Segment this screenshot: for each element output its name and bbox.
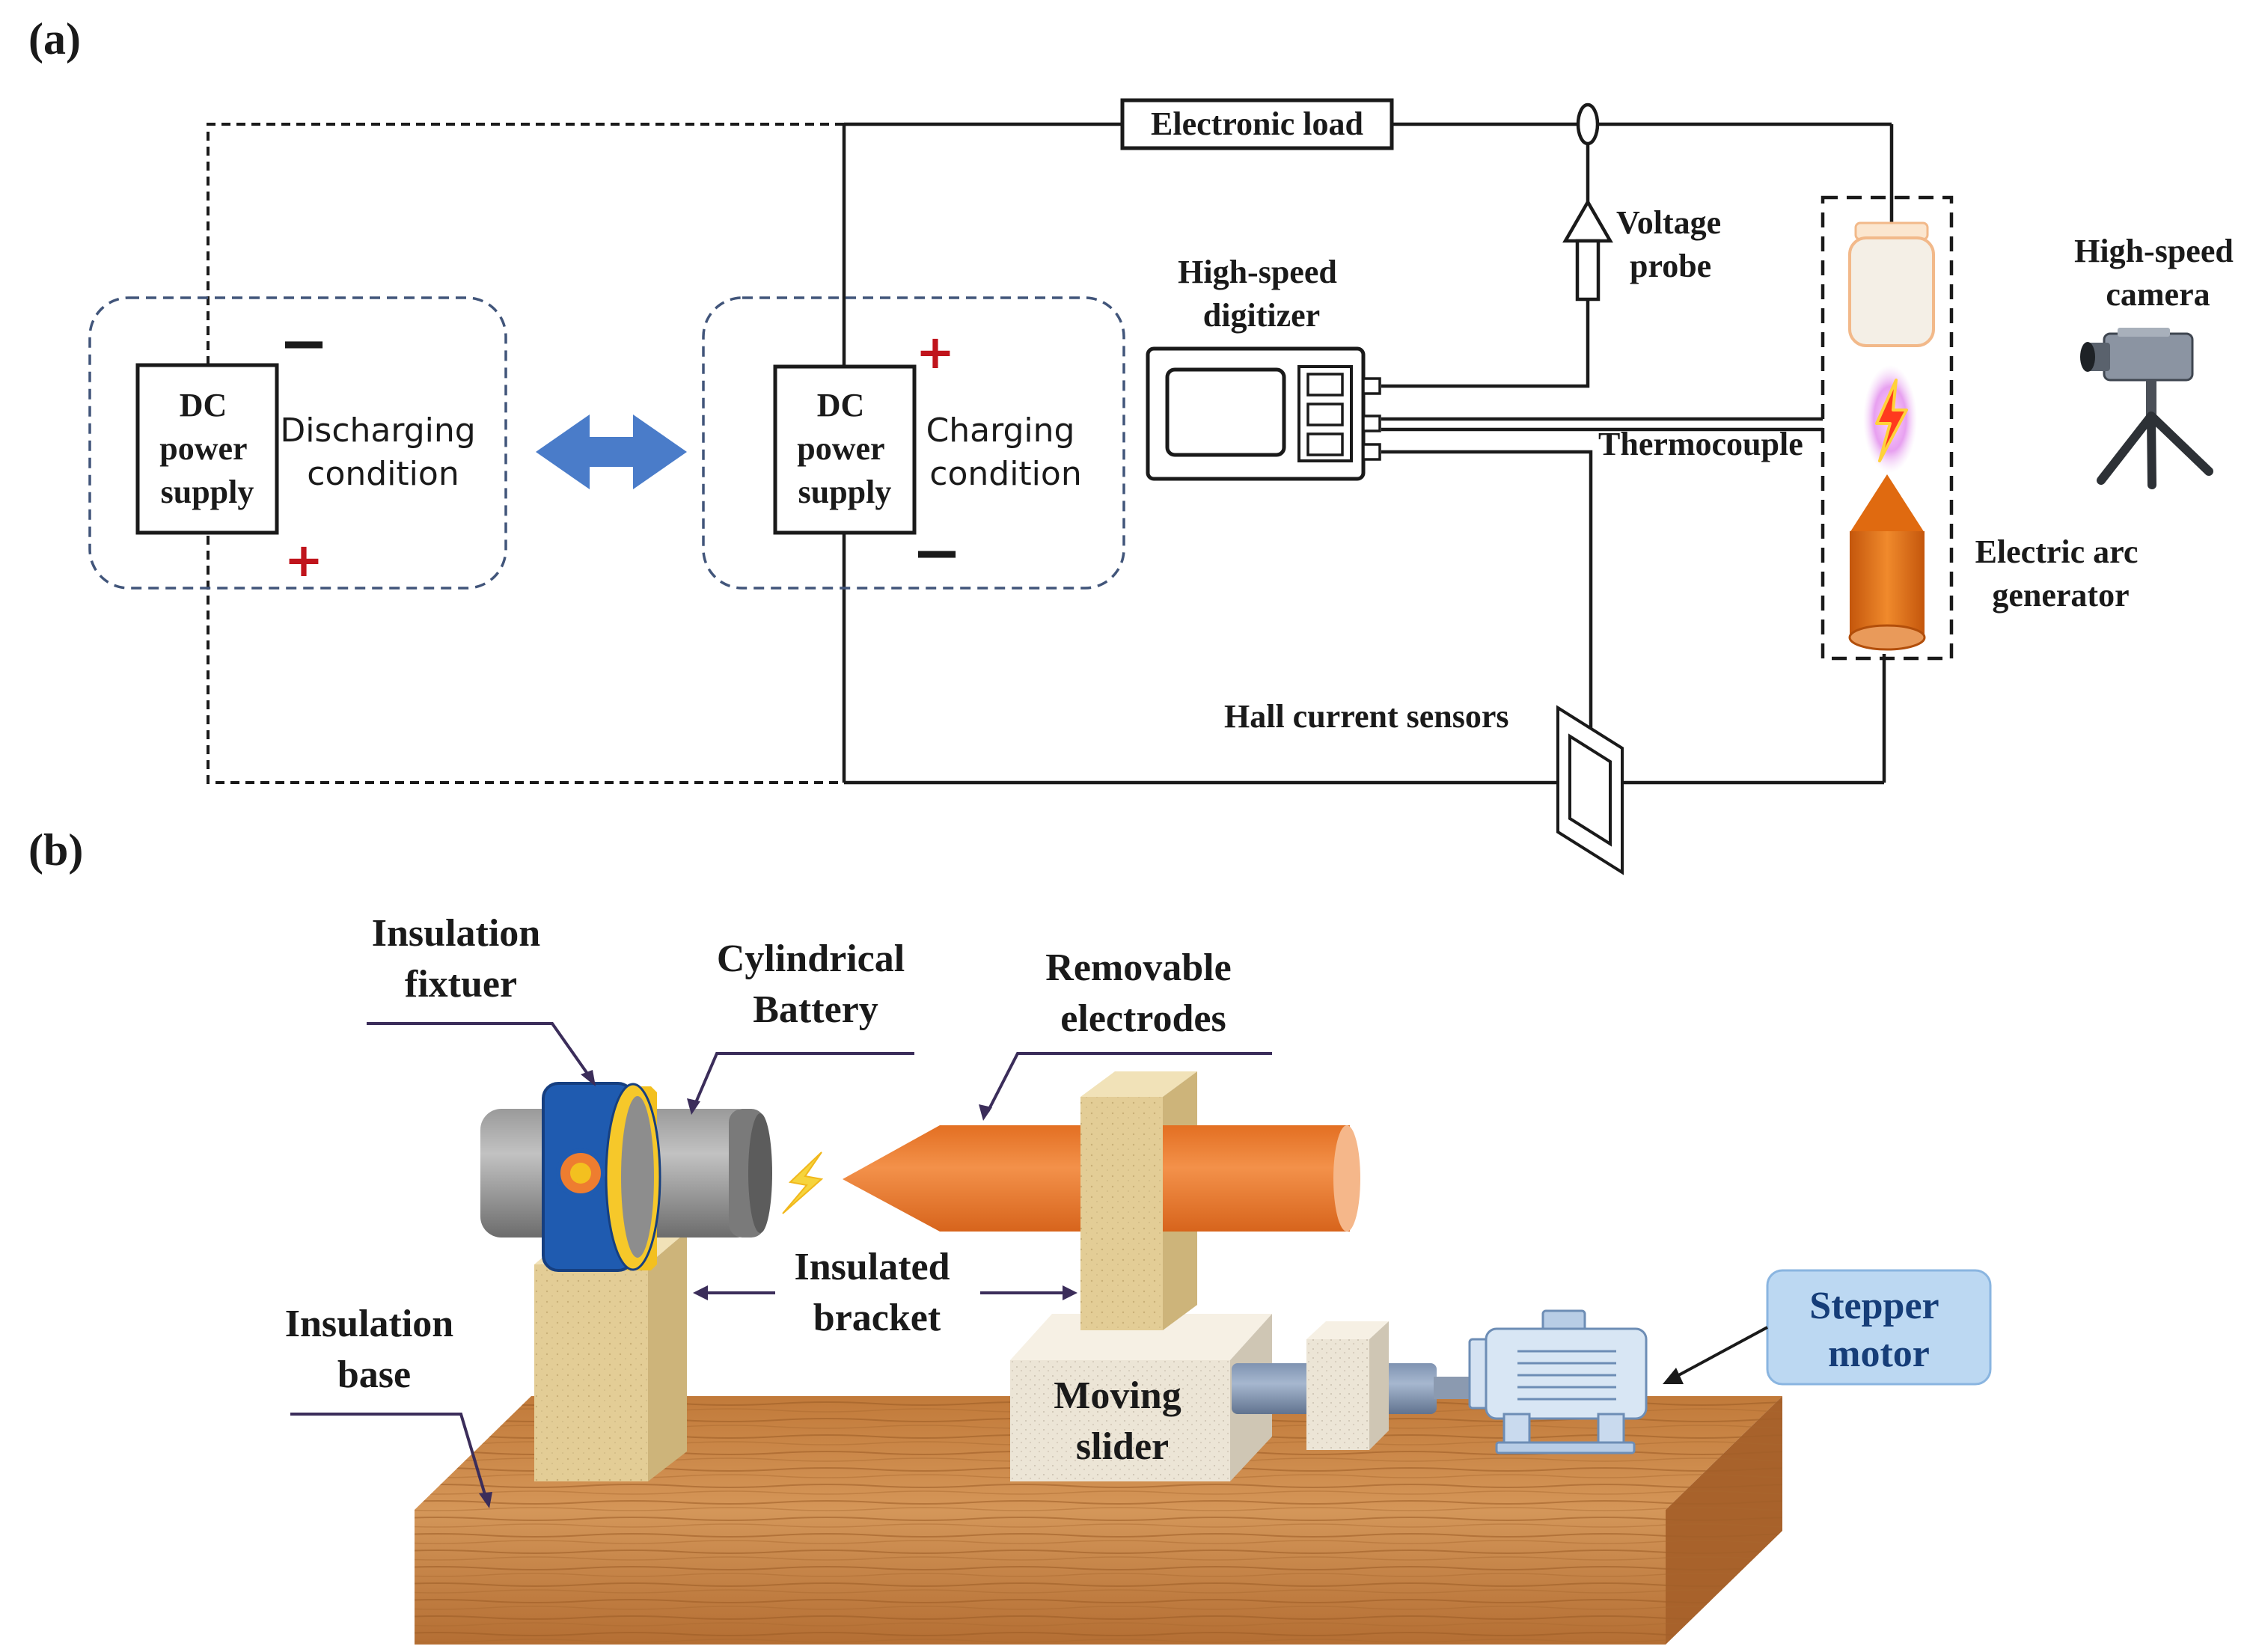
panel-b-label: (b) (28, 825, 83, 875)
electrode-leader (979, 1052, 1272, 1121)
battery-cell-icon (1848, 221, 1935, 347)
coupling-block-icon (1306, 1321, 1389, 1450)
discharging-region (88, 296, 507, 590)
voltage-probe-icon (1562, 198, 1613, 302)
voltage-probe-label: Voltage probe (1616, 204, 1729, 284)
electrode-icon (843, 1125, 1360, 1232)
camera-label: High-speed camera (2074, 233, 2242, 313)
left-bracket-icon (534, 1232, 687, 1481)
arc-generator-label: Electric arc generator (1975, 533, 2147, 614)
insulated-bracket-label: Insulated bracket (794, 1246, 959, 1339)
fixture-leader (367, 1022, 596, 1086)
stepper-motor-arrow (1663, 1326, 1768, 1384)
dc-supply-charge-box (773, 364, 917, 535)
electronic-load-box (1120, 98, 1394, 150)
digitizer-icon (1146, 346, 1381, 481)
stepper-motor-label: Stepper motor (1809, 1285, 1948, 1375)
discharging-condition-label: Discharging condition (280, 412, 486, 493)
bracket-left-leader (693, 1285, 775, 1300)
insulation-fixture-label: Insulation fixtuer (372, 912, 550, 1006)
moving-slider-label: Moving slider (1054, 1374, 1190, 1468)
battery-leader (687, 1052, 914, 1115)
spark-icon (782, 1151, 824, 1214)
right-bracket-icon (1080, 1071, 1197, 1330)
charge-minus-sign: − (911, 518, 962, 587)
dc-supply-charge-label: DC power supply (797, 387, 893, 510)
insulation-fixture-icon (542, 1082, 661, 1272)
discharge-minus-sign: − (278, 308, 328, 378)
probe-clip (1576, 103, 1600, 146)
thermocouple-label: Thermocouple (1598, 426, 1803, 462)
insulation-base-label: Insulation base (285, 1303, 463, 1396)
charging-region (702, 296, 1125, 590)
electronic-load-label: Electronic load (1151, 105, 1363, 142)
test-cell-enclosure (1821, 195, 1954, 661)
arc-generator-icon (1848, 474, 1926, 651)
digitizer-label: High-speed digitizer (1178, 254, 1345, 334)
double-arrow-icon (536, 414, 687, 489)
arc-spark-icon (1863, 365, 1917, 473)
stepper-motor-icon (1468, 1309, 1648, 1454)
insulation-base-icon (415, 1396, 1782, 1645)
dc-supply-discharge-box (135, 363, 279, 535)
moving-slider-icon (1010, 1314, 1272, 1481)
charge-plus-sign: + (916, 325, 955, 379)
discharge-plus-sign: + (284, 533, 323, 587)
base-leader (290, 1413, 492, 1508)
cylindrical-battery-label: Cylindrical Battery (717, 937, 914, 1031)
lead-screw-icon (1232, 1363, 1470, 1414)
hall-signal-wire (1381, 450, 1593, 756)
discharge-dashed-wire (207, 123, 844, 784)
charging-condition-label: Charging condition (926, 412, 1086, 493)
removable-electrodes-label: Removable electrodes (1045, 946, 1241, 1040)
dc-supply-discharge-label: DC power supply (159, 387, 255, 510)
hall-sensor-icon (1556, 705, 1624, 875)
panel-a-label: (a) (28, 14, 81, 64)
probe-signal-wire (1381, 299, 1590, 388)
camera-icon (2080, 328, 2213, 489)
hall-sensor-label: Hall current sensors (1224, 698, 1509, 735)
bracket-right-leader (980, 1285, 1077, 1300)
